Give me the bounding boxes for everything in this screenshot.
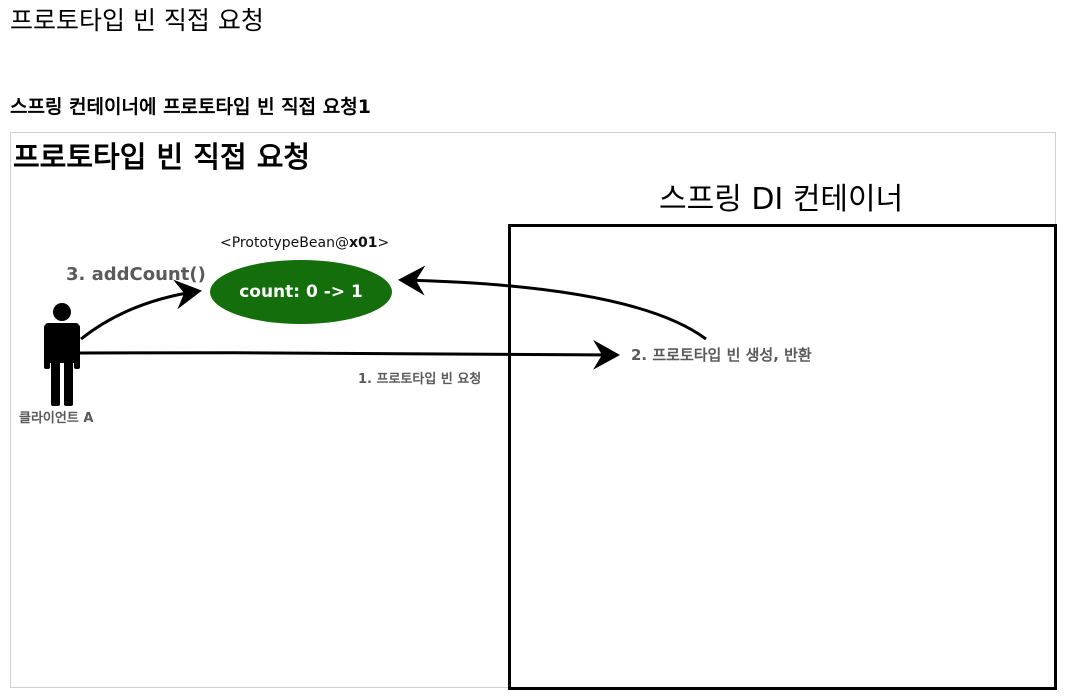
step1-label: 1. 프로토타입 빈 요청 [358, 372, 482, 387]
spring-container-box [508, 224, 1057, 690]
container-label: 스프링 DI 컨테이너 [659, 182, 904, 217]
arrow-request [77, 339, 620, 370]
bean-name-prefix: <PrototypeBean@ [220, 235, 349, 251]
diagram-title: 프로토타입 빈 직접 요청 [13, 140, 311, 174]
diagram-arrows [44, 265, 707, 406]
arrow-return [398, 265, 707, 341]
bean-name-id: x01 [348, 235, 378, 251]
step2-label: 2. 프로토타입 빈 생성, 반환 [631, 346, 812, 364]
arrow-addcount [80, 279, 202, 341]
page-title: 프로토타입 빈 직접 요청 [10, 6, 264, 35]
step3-label: 3. addCount() [66, 264, 206, 285]
person-icon [44, 303, 80, 406]
bean-instance-name: <PrototypeBean@x01> [220, 233, 389, 253]
diagram-figure: 프로토타입 빈 직접 요청 스프링 DI 컨테이너 <PrototypeBean… [10, 132, 1057, 690]
client-label: 클라이언트 A [19, 411, 94, 426]
bean-name-suffix: > [377, 235, 390, 251]
bean-state-label: count: 0 -> 1 [239, 282, 363, 302]
section-heading: 스프링 컨테이너에 프로토타입 빈 직접 요청1 [10, 96, 371, 118]
prototype-bean: count: 0 -> 1 [210, 260, 392, 324]
